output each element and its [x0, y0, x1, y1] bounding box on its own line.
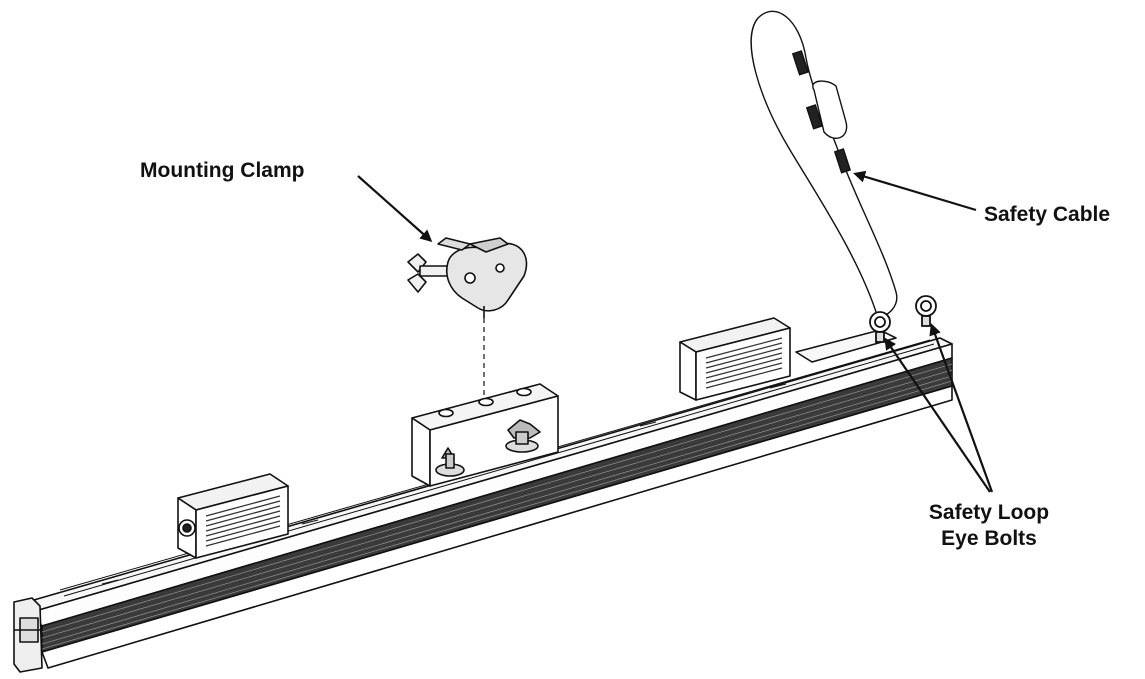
arrow-eye-bolt-2 [929, 323, 994, 493]
arrow-mounting-clamp [357, 175, 433, 242]
safety-cable-illustration [750, 10, 898, 319]
wing-nut-left [435, 447, 465, 477]
safety-loop-eye-bolts-label: Safety Loop Eye Bolts [914, 500, 1064, 552]
bar-front-upper [31, 343, 953, 627]
mounting-clamp-illustration [407, 237, 528, 318]
callout-arrows [357, 170, 994, 493]
connector-box-right [679, 317, 897, 401]
led-bar-fixture [13, 337, 953, 673]
mounting-clamp-label: Mounting Clamp [140, 159, 305, 182]
arrow-eye-bolt-1 [884, 337, 991, 493]
eye-bolt-2 [915, 295, 937, 327]
safety-cable-label: Safety Cable [984, 203, 1111, 226]
wing-nut-right [505, 419, 541, 453]
connector-box-left [177, 473, 289, 559]
safety-loop-label-line1: Safety Loop [928, 501, 1050, 524]
arrow-safety-cable [853, 170, 977, 212]
bar-bottom-strip [41, 385, 953, 669]
center-mounting-bracket [411, 383, 559, 487]
eye-bolt-1 [869, 311, 891, 343]
safety-loop-label-line2: Eye Bolts [941, 527, 1037, 550]
